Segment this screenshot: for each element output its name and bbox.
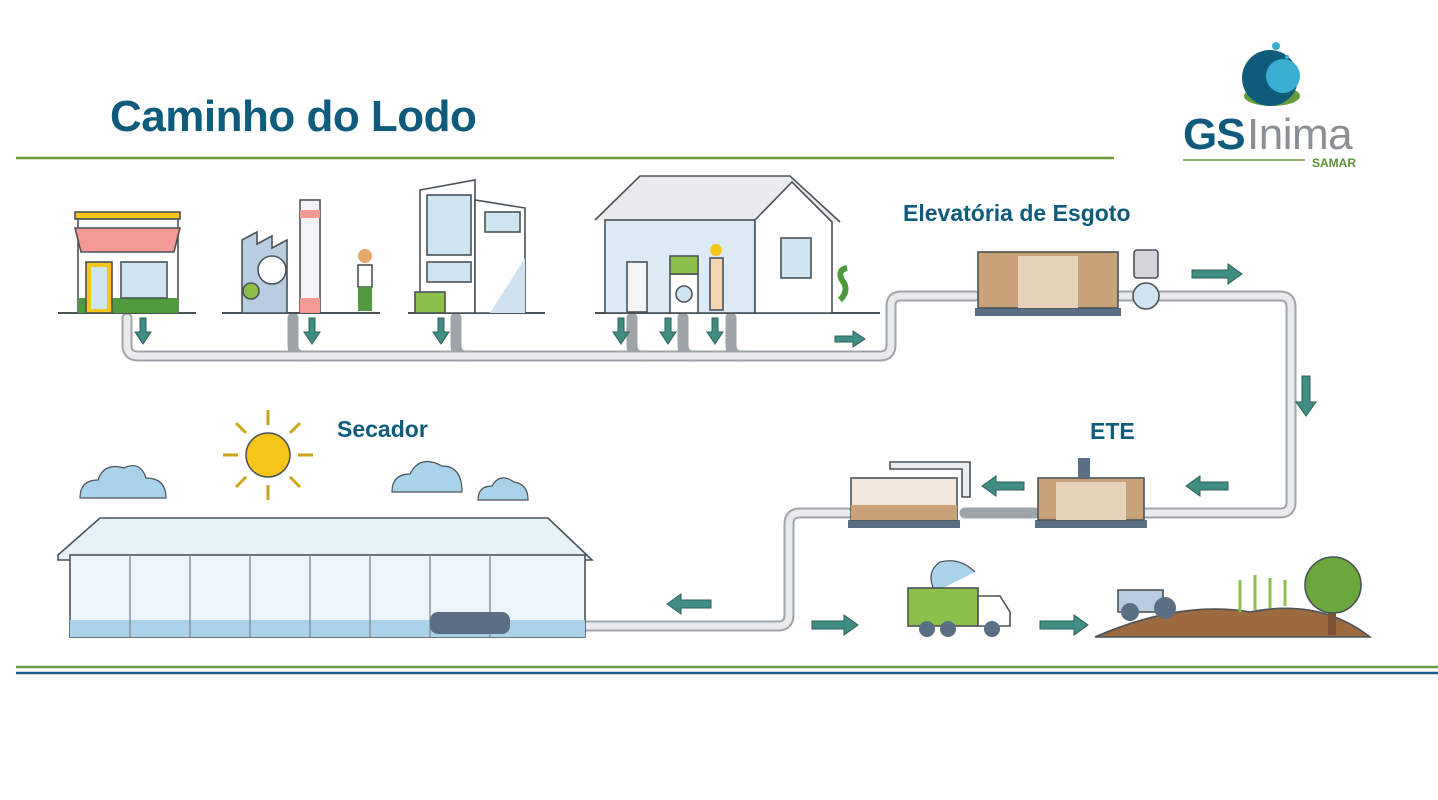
office-building-illustration [408,179,545,314]
arrow-right-icon [834,330,866,348]
truck-illustration [907,560,1011,637]
arrow-down-icon [432,317,450,345]
cloud-icon [391,460,463,493]
logo-mark-icon [1242,42,1300,106]
treatment-plant-illustration [848,458,1147,528]
sun-icon [223,410,313,500]
arrow-right-icon [811,614,859,636]
arrow-down-icon [706,317,724,345]
label-treatment-plant: ETE [1090,418,1135,444]
pump-station-illustration [975,249,1160,316]
farm-field-illustration [1094,556,1373,638]
shop-illustration [58,211,196,314]
sewer-pipe-network [121,290,1297,632]
label-pump-station: Elevatória de Esgoto [903,200,1131,226]
arrow-left-icon [666,593,712,615]
arrow-right-icon [1191,263,1243,285]
arrow-down-icon [303,317,321,345]
arrow-left-icon [1185,475,1229,497]
label-dryer: Secador [337,416,428,442]
arrow-down-icon [659,317,677,345]
cloud-icon [79,465,167,499]
logo-text-secondary: Inima [1247,110,1353,159]
factory-illustration [222,199,380,314]
greenhouse-dryer-illustration [57,517,594,638]
arrow-down-icon [1295,375,1317,417]
page-title: Caminho do Lodo [110,92,477,141]
logo-subtitle: SAMAR [1312,156,1356,170]
arrow-down-icon [612,317,630,345]
arrow-down-icon [134,317,152,345]
logo-text-primary: GS [1183,110,1246,159]
cloud-icon [477,477,529,501]
arrow-right-icon [1039,614,1089,636]
arrow-left-icon [981,475,1025,497]
house-illustration [594,175,880,314]
